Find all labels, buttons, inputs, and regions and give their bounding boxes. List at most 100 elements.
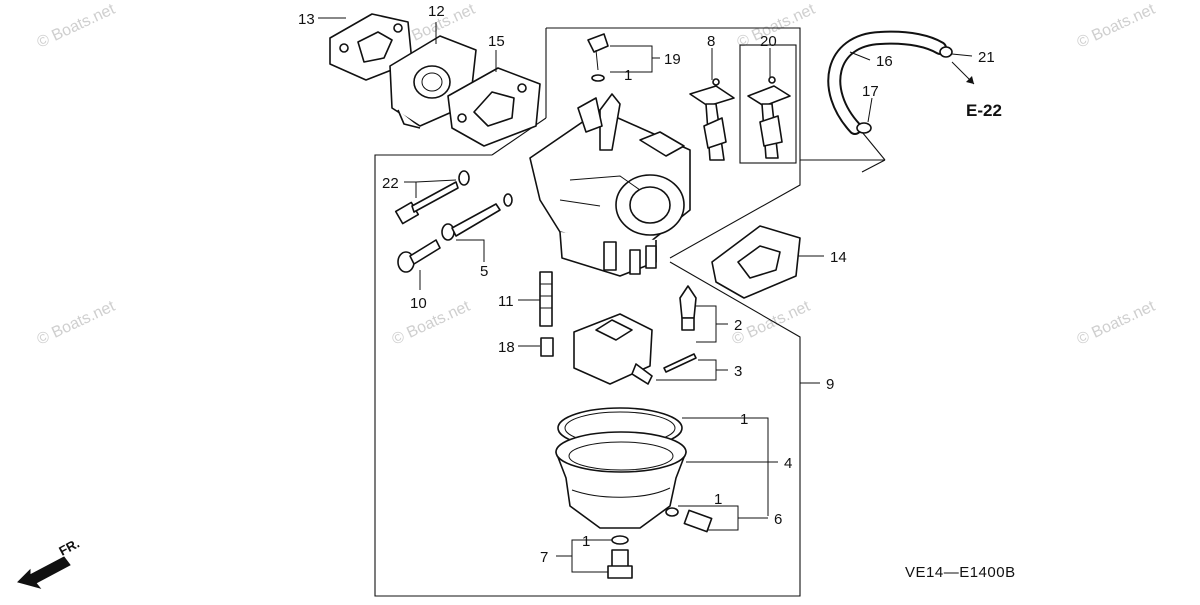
bowl-rim-inner [568, 441, 674, 471]
lead-1-gasket [682, 417, 769, 516]
float-top [595, 319, 633, 341]
gasket-13-hole-a [339, 43, 349, 53]
jet-8-arm [689, 85, 735, 107]
screw-19-head [587, 33, 609, 53]
front-direction-arrow: FR. [17, 536, 82, 589]
jet-8-top [712, 78, 720, 86]
lead-16 [849, 51, 871, 61]
screw-5-shaft [451, 203, 501, 237]
pilot-screw-22 [394, 170, 470, 225]
fuel-hose-16 [827, 30, 953, 135]
callout-20: 20 [760, 33, 777, 50]
callout-1-washer-bottom: 1 [582, 533, 590, 550]
jet-20-blade [759, 115, 783, 147]
jet-8 [689, 78, 735, 161]
frame-hose-lead [861, 131, 886, 161]
jet-18 [540, 337, 554, 357]
lead-5 [456, 239, 485, 262]
screw-22-shaft [411, 181, 459, 213]
callout-12: 12 [428, 3, 445, 20]
lead-7 [571, 539, 612, 573]
jet-20-arm [747, 85, 791, 107]
frame-right-diag [669, 160, 801, 259]
jet-11-threads [540, 283, 552, 309]
pin-3-body [663, 353, 697, 373]
washer-7 [611, 535, 629, 545]
callout-1-washer-top: 1 [624, 67, 632, 84]
callout-21: 21 [978, 49, 995, 66]
insulator-12-bore [413, 65, 451, 99]
gasket-13-port [357, 31, 393, 63]
reference-e22: E-22 [966, 101, 1002, 120]
callout-5: 5 [480, 263, 488, 280]
float-tab [631, 363, 653, 385]
gasket-14-port [737, 245, 781, 279]
jet-18-body [540, 337, 554, 357]
carb-detail-1 [569, 175, 641, 191]
jet-20 [747, 76, 791, 159]
float-bowl-4 [555, 407, 687, 529]
insulator-12-inner [421, 72, 443, 92]
screw-10-shaft [409, 239, 441, 265]
carb-post-b [629, 249, 641, 275]
callout-14: 14 [830, 249, 847, 266]
bowl-rim [555, 431, 687, 473]
gasket-15 [447, 67, 541, 147]
gasket-13-hole-b [393, 23, 403, 33]
callout-1-washer: 1 [714, 491, 722, 508]
hose-inner [829, 32, 945, 133]
callout-17: 17 [862, 83, 879, 100]
needle-valve [679, 285, 697, 319]
carb-post-a [603, 241, 617, 271]
clip-17 [856, 122, 872, 134]
washer-6 [665, 507, 679, 517]
callout-7: 7 [540, 549, 548, 566]
callout-16: 16 [876, 53, 893, 70]
callout-22: 22 [382, 175, 399, 192]
frame-hose-lead2 [861, 159, 886, 173]
bowl-contour [571, 487, 671, 498]
callout-19: 19 [664, 51, 681, 68]
drain-screw-10 [397, 239, 441, 273]
bolt-6-body [683, 509, 713, 533]
callout-10: 10 [410, 295, 427, 312]
watermark-2: © Boats.net [1075, 1, 1159, 52]
callout-18: 18 [498, 339, 515, 356]
spring-5 [503, 193, 513, 207]
gasket-13 [329, 13, 413, 81]
watermark-3: © Boats.net [35, 298, 119, 349]
drain-bolt-6 [665, 507, 713, 533]
lead-19 [610, 45, 653, 73]
screw-5-knob [441, 223, 455, 241]
lead-2 [696, 305, 717, 343]
callouts: 13 12 15 19 1 8 20 16 21 17 22 5 10 11 1… [298, 3, 1015, 581]
carb-lever [577, 97, 603, 133]
clip-21 [939, 46, 953, 58]
callout-15: 15 [488, 33, 505, 50]
callout-4: 4 [784, 455, 792, 472]
float-body [573, 313, 653, 385]
callout-9: 9 [826, 376, 834, 393]
watermark-4: © Boats.net [390, 298, 474, 349]
gasket-15-hole-a [457, 113, 467, 123]
spring-22 [458, 170, 470, 186]
bowl-bolt-7 [607, 535, 633, 579]
jet-11-body [539, 271, 553, 327]
callout-3: 3 [734, 363, 742, 380]
needle-spring [681, 317, 695, 331]
jet-20-top [768, 76, 776, 84]
lead-22b [415, 179, 457, 183]
watermark-6: © Boats.net [1075, 298, 1159, 349]
frame-top-right [546, 27, 885, 161]
frame-jet-box [739, 44, 797, 164]
main-jet-11 [539, 271, 553, 327]
washer-1-top [591, 74, 605, 82]
lead-21 [951, 53, 973, 57]
carb-choke-plate [639, 131, 685, 157]
callout-2: 2 [734, 317, 742, 334]
arrow-e22 [966, 76, 974, 84]
fr-arrow-icon [17, 556, 71, 589]
frame-diag [491, 117, 547, 156]
